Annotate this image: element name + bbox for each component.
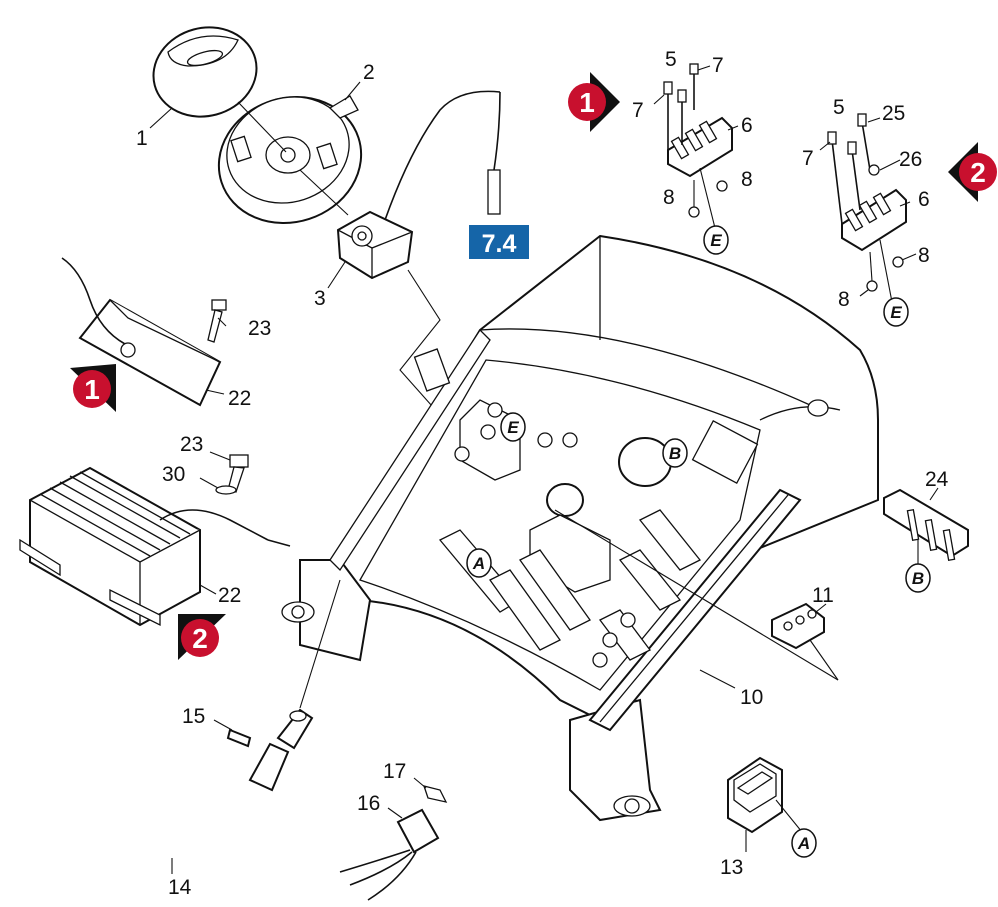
connector-marker-a1: A — [466, 548, 492, 578]
label-part-2: 2 — [363, 61, 375, 84]
label-part-8b: 8 — [663, 186, 675, 209]
part-transformer-lower — [19, 454, 291, 627]
label-part-16: 16 — [357, 792, 380, 815]
label-part-5b: 5 — [833, 96, 845, 119]
label-part-22a: 22 — [228, 387, 251, 410]
label-part-8d: 8 — [838, 288, 850, 311]
label-part-23a: 23 — [248, 317, 271, 340]
part-cap — [152, 26, 258, 118]
label-part-26: 26 — [899, 148, 922, 171]
part-lamp-upper — [61, 257, 227, 407]
part-connector-17 — [423, 785, 448, 803]
connector-marker-e3: E — [500, 412, 526, 442]
label-part-13: 13 — [720, 856, 743, 879]
label-part-14: 14 — [168, 876, 192, 899]
part-power-cable-14 — [165, 579, 341, 855]
part-knob-plate — [217, 95, 363, 225]
part-terminal-24 — [883, 488, 969, 568]
label-part-11: 11 — [812, 584, 834, 607]
label-part-3: 3 — [314, 287, 326, 310]
svg-text:2: 2 — [192, 623, 208, 654]
label-part-7b: 7 — [632, 99, 644, 122]
connector-marker-e1: E — [703, 225, 729, 255]
part-switch-3 — [336, 90, 501, 280]
badge-1-top: 1 — [568, 72, 620, 132]
label-part-25: 25 — [882, 102, 905, 125]
svg-text:E: E — [507, 418, 519, 437]
part-main-housing — [281, 234, 879, 822]
badge-1-left: 1 — [70, 364, 116, 412]
label-part-8a: 8 — [741, 168, 753, 191]
svg-text:1: 1 — [84, 374, 100, 405]
badge-2-left: 2 — [178, 614, 226, 660]
svg-text:A: A — [472, 554, 485, 573]
connector-marker-b2: B — [905, 563, 931, 593]
label-part-6b: 6 — [918, 188, 930, 211]
connector-marker-a2: A — [791, 828, 817, 858]
label-part-5a: 5 — [665, 48, 677, 71]
label-part-15: 15 — [182, 705, 205, 728]
part-rocker-switch-13 — [727, 756, 803, 834]
svg-text:1: 1 — [579, 87, 595, 118]
part-suppressor-16 — [339, 807, 440, 901]
svg-text:B: B — [912, 569, 924, 588]
label-part-8c: 8 — [918, 244, 930, 267]
reference-label: 7.4 — [482, 230, 517, 258]
label-part-24: 24 — [925, 468, 949, 491]
label-part-22b: 22 — [218, 584, 241, 607]
part-labels: 1 2 3 5 7 7 6 8 8 5 25 7 26 6 8 8 23 22 … — [136, 48, 949, 899]
label-part-6a: 6 — [741, 114, 753, 137]
label-part-23b: 23 — [180, 433, 203, 456]
part-terminal-block-11 — [771, 602, 839, 681]
label-part-7a: 7 — [712, 54, 724, 77]
svg-text:2: 2 — [970, 157, 986, 188]
reference-box: 7.4 — [469, 225, 529, 259]
label-part-10: 10 — [740, 686, 763, 709]
part-grommet-15 — [226, 728, 252, 748]
label-part-7c: 7 — [802, 147, 814, 170]
svg-text:B: B — [669, 444, 681, 463]
part-terminal-strip-1 — [663, 63, 733, 233]
svg-text:E: E — [710, 231, 722, 250]
part-terminal-strip-2 — [827, 113, 907, 303]
badge-2-right: 2 — [948, 142, 997, 202]
label-part-17: 17 — [383, 760, 406, 783]
label-part-1: 1 — [136, 127, 148, 150]
connector-marker-e2: E — [883, 297, 909, 327]
connector-marker-b1: B — [662, 438, 688, 468]
label-part-30: 30 — [162, 463, 185, 486]
svg-text:E: E — [890, 303, 902, 322]
svg-text:A: A — [797, 834, 810, 853]
